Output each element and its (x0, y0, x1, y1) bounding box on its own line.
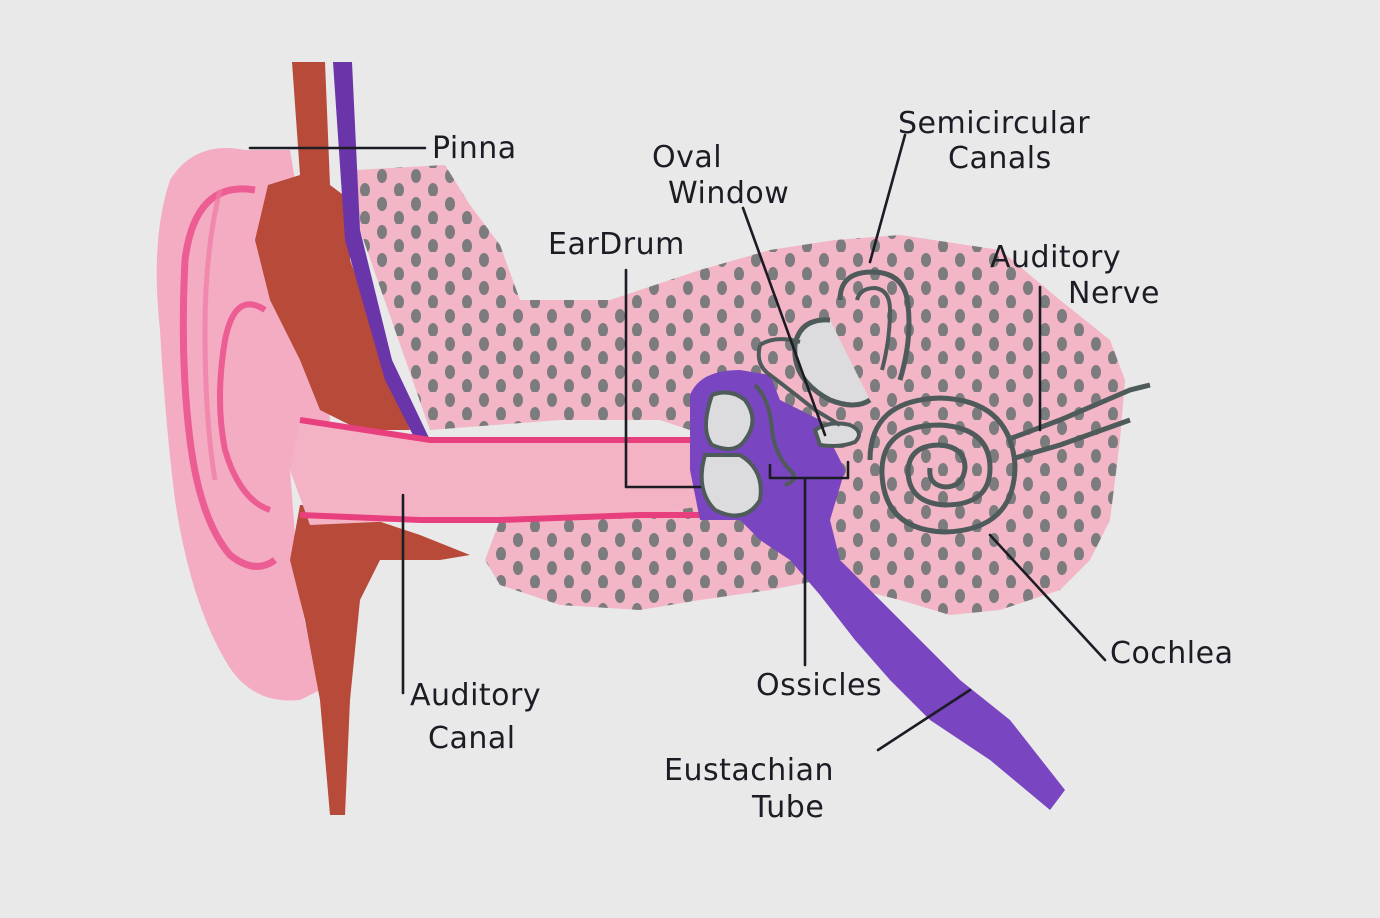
ear-drum-shape (704, 390, 755, 451)
pinna-fold-outer (179, 185, 278, 570)
malleus-shape (699, 453, 763, 518)
label-semicircular-line1: Semicircular (898, 106, 1090, 141)
vein-upper (333, 62, 430, 445)
label-cochlea: Cochlea (1110, 636, 1234, 671)
cochlea-leader (988, 533, 1107, 662)
label-ossicles: Ossicles (756, 668, 882, 703)
vestibule (756, 337, 842, 427)
canal-outline-top (299, 417, 700, 443)
artery-wall (255, 62, 410, 430)
label-auditory-nerve-line2: Nerve (1068, 276, 1160, 311)
middle-ear-cavity (690, 370, 1065, 810)
label-eustachian-line1: Eustachian (664, 753, 834, 788)
label-auditory-nerve-line1: Auditory (990, 240, 1121, 275)
label-oval-window-line1: Oval (652, 140, 722, 175)
artery-wall-lower (290, 505, 470, 815)
label-pinna: Pinna (432, 131, 517, 166)
label-oval-window-line2: Window (668, 176, 789, 211)
auditory-nerve-shape (1011, 382, 1151, 461)
semicircular-leader (868, 133, 907, 264)
ear-drum-leader (624, 268, 702, 489)
cochlea-shape (867, 395, 1018, 535)
oval-window-leader (741, 206, 827, 437)
ossicles-leader (768, 460, 850, 667)
label-ear-drum: EarDrum (548, 227, 685, 262)
semicircular-canal-outer (837, 269, 912, 381)
label-eustachian-line2: Tube (751, 790, 824, 825)
pinna-fold-helix (202, 189, 223, 481)
label-semicircular-line2: Canals (948, 141, 1052, 176)
canal-outline-bottom (299, 512, 705, 523)
semicircular-canal-inner (855, 285, 893, 371)
auditory-canal-shape (290, 420, 712, 525)
stapes-shape (812, 421, 861, 448)
semicircular-canal-left (792, 317, 872, 408)
eustachian-leader (876, 688, 972, 752)
label-auditory-canal-line1: Auditory (410, 678, 541, 713)
label-auditory-canal-line2: Canal (428, 721, 516, 756)
pinna-fold-inner (217, 301, 272, 513)
